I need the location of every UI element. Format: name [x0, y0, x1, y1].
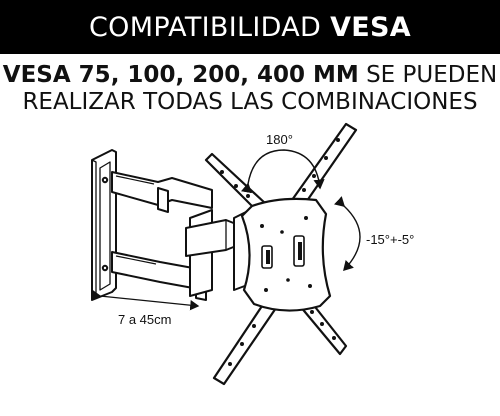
rotation-arrow [241, 149, 325, 194]
upper-arm [111, 171, 213, 213]
subtitle-sizes: VESA 75, 100, 200, 400 MM [2, 62, 359, 88]
elbow-joint [185, 209, 237, 297]
title-banner: COMPATIBILIDAD VESA [0, 0, 500, 54]
subtitle-line1-rest: SE PUEDEN [366, 62, 498, 88]
subtitle-line-2: REALIZAR TODAS LAS COMBINACIONES [22, 89, 478, 115]
tilt-label: -15°+-5° [366, 232, 415, 247]
tilt-arrow [334, 196, 361, 272]
subtitle-line-1: VESA 75, 100, 200, 400 MM SE PUEDEN [0, 62, 500, 88]
vesa-plate [204, 122, 358, 386]
title-bold: VESA [330, 11, 411, 43]
title-regular: COMPATIBILIDAD [89, 11, 322, 43]
extension-label: 7 a 45cm [118, 312, 172, 327]
rotation-label: 180° [266, 132, 293, 147]
extension-arrow [91, 290, 200, 311]
wall-plate [91, 149, 117, 301]
